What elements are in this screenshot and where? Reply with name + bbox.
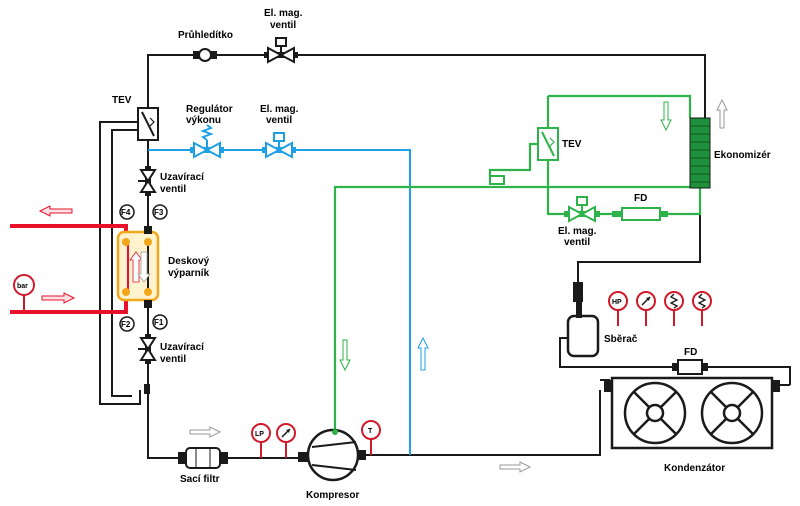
gauge-hp-dial-icon <box>636 291 656 326</box>
label-fd-bottom: FD <box>684 347 697 358</box>
filter-drier-right <box>612 207 668 221</box>
shutoff-valve-top <box>138 166 157 196</box>
label-f3: F3 <box>154 208 164 217</box>
label-sberac: Sběrač <box>604 334 638 345</box>
pressure-switch-icon-2 <box>692 291 712 326</box>
label-elmag-top-1: El. mag. <box>264 8 303 19</box>
label-saci-filtr: Sací filtr <box>180 474 220 485</box>
fan-1 <box>623 381 687 445</box>
label-regulator-2: výkonu <box>186 115 221 126</box>
label-elmag-mid-2: ventil <box>266 115 292 126</box>
label-uzav-top-2: ventil <box>160 184 186 195</box>
label-uzav-bot-1: Uzavírací <box>160 342 205 353</box>
condenser <box>604 376 780 450</box>
solenoid-valve-right <box>564 196 600 223</box>
label-f4: F4 <box>121 208 131 217</box>
label-elmag-mid-1: El. mag. <box>260 104 299 115</box>
label-t: T <box>368 428 373 435</box>
label-f1: F1 <box>154 318 164 327</box>
label-uzav-top-1: Uzavírací <box>160 172 205 183</box>
junction <box>144 384 150 394</box>
label-tev-right: TEV <box>562 139 582 150</box>
label-elmag-right-2: ventil <box>564 237 590 248</box>
solenoid-valve-top <box>264 37 298 64</box>
label-ekonomizer: Ekonomizér <box>714 150 771 161</box>
label-kondenzator: Kondenzátor <box>664 463 725 474</box>
f-markers <box>119 204 168 332</box>
gauge-hp <box>608 291 628 326</box>
gauge-bar <box>13 274 35 312</box>
shutoff-valve-bottom <box>138 334 157 364</box>
flow-arrows <box>38 98 728 473</box>
pressure-switch-icon-1 <box>664 291 684 326</box>
label-fd-right: FD <box>634 193 647 204</box>
label-uzav-bot-2: ventil <box>160 354 186 365</box>
label-bar: bar <box>17 283 28 290</box>
compressor <box>298 428 366 482</box>
label-pruhledítko: Průhledítko <box>178 29 233 41</box>
blue-pipes <box>148 149 411 455</box>
sight-glass <box>193 48 217 62</box>
filter-drier-bottom <box>672 359 708 375</box>
label-evap-2: výparník <box>168 268 210 279</box>
label-evap-1: Deskový <box>168 256 210 267</box>
fan-2 <box>700 381 764 445</box>
junction <box>144 226 152 234</box>
label-hp: HP <box>612 299 622 306</box>
label-f2: F2 <box>121 320 131 329</box>
junction <box>144 300 152 308</box>
tev-left <box>137 107 159 141</box>
economizer <box>689 117 711 189</box>
gauge-t <box>361 420 381 455</box>
gauge-lp-dial-icon <box>276 423 296 458</box>
green-pipes <box>333 94 702 430</box>
label-lp: LP <box>255 431 264 438</box>
labels: Průhledítko El. mag. ventil TEV Reguláto… <box>17 8 771 501</box>
label-elmag-right-1: El. mag. <box>558 226 597 237</box>
receiver <box>566 282 600 358</box>
suction-filter <box>178 447 228 469</box>
plate-evaporator <box>116 230 160 302</box>
label-kompresor: Kompresor <box>306 490 359 501</box>
tev-right <box>537 127 559 161</box>
label-elmag-top-2: ventil <box>270 20 296 31</box>
capacity-regulator-valve <box>190 124 224 159</box>
gauge-lp <box>251 423 271 458</box>
tev-bulb <box>489 175 505 185</box>
label-tev-left: TEV <box>112 95 132 106</box>
solenoid-valve-mid <box>262 132 296 159</box>
label-regulator-1: Regulátor <box>186 104 233 115</box>
